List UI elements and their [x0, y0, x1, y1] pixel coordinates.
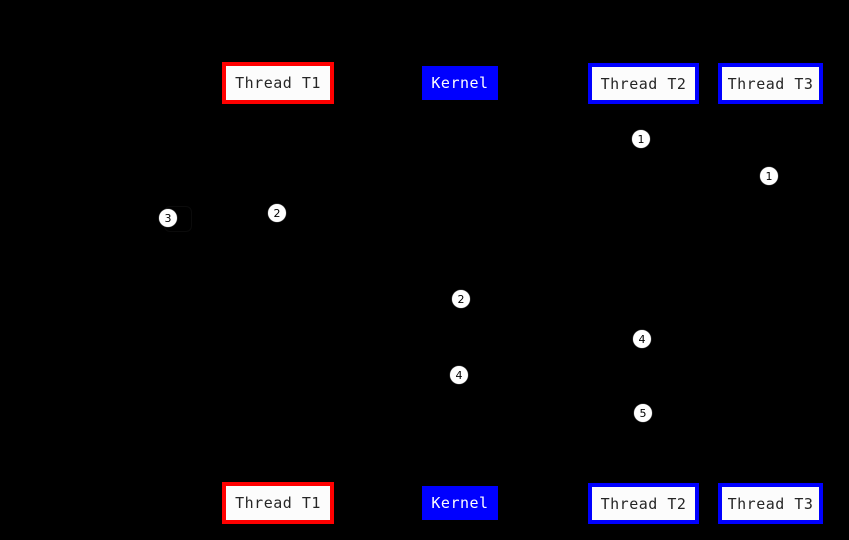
step-kernel-4: 4 — [450, 366, 468, 384]
participant-top-kernel[interactable]: Kernel — [422, 66, 498, 100]
participant-bottom-kernelb[interactable]: Kernel — [422, 486, 498, 520]
lifeline-t1 — [278, 104, 279, 482]
participant-top-t3[interactable]: Thread T3 — [718, 63, 823, 104]
step-t2-1: 1 — [632, 130, 650, 148]
participant-top-kernel-label: Kernel — [431, 74, 489, 92]
lifeline-t2 — [643, 104, 644, 483]
msg-kernel-to-t2-2 — [459, 386, 643, 407]
step-t2-5: 5 — [634, 404, 652, 422]
participant-bottom-kernelb-label: Kernel — [431, 494, 489, 512]
participant-bottom-t1b-label: Thread T1 — [235, 494, 321, 512]
participant-bottom-t1b[interactable]: Thread T1 — [222, 482, 334, 524]
participant-bottom-t3b[interactable]: Thread T3 — [718, 483, 823, 524]
participant-bottom-t3b-label: Thread T3 — [727, 494, 814, 513]
participant-top-t2[interactable]: Thread T2 — [588, 63, 699, 104]
participant-top-t3-label: Thread T3 — [727, 74, 814, 93]
step-kernel-2: 2 — [452, 290, 470, 308]
step-t2-4: 4 — [633, 330, 651, 348]
msg-t2-to-kernel — [459, 349, 643, 368]
participant-bottom-t2b-label: Thread T2 — [600, 494, 687, 513]
msg-kernel-to-t2 — [459, 310, 643, 333]
msg-t2-to-t3 — [642, 150, 770, 171]
step-t1-2: 2 — [268, 204, 286, 222]
participant-top-t1-label: Thread T1 — [235, 74, 321, 92]
participant-top-t1[interactable]: Thread T1 — [222, 62, 334, 104]
lifeline-t3 — [770, 104, 771, 483]
participant-top-t2-label: Thread T2 — [600, 74, 687, 93]
participant-bottom-t2b[interactable]: Thread T2 — [588, 483, 699, 524]
step-t1-3: 3 — [159, 209, 177, 227]
msg-t1-to-kernel — [277, 225, 460, 293]
step-t3-1: 1 — [760, 167, 778, 185]
